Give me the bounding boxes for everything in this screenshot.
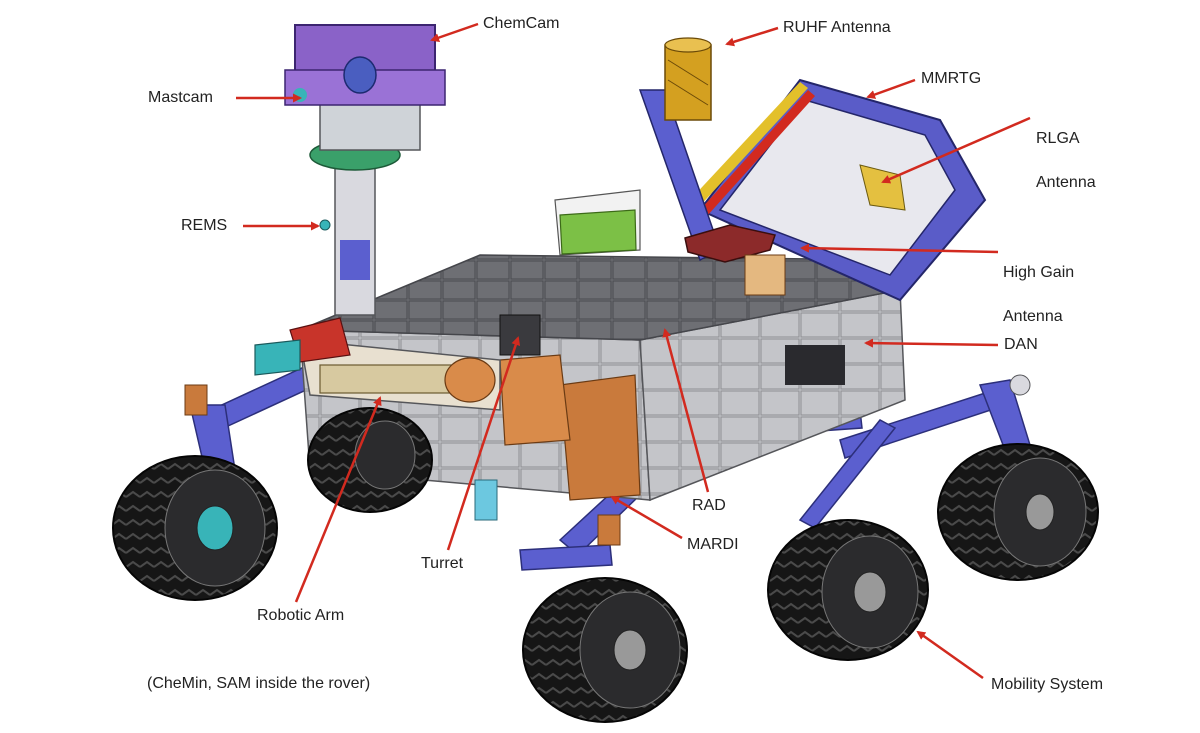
arrow-icon [866, 78, 916, 99]
label-rad: RAD [692, 497, 726, 514]
deck-instrument [554, 189, 641, 256]
label-mobility-system: Mobility System [991, 676, 1104, 693]
leader-lines [236, 22, 1031, 680]
wheel-icon [522, 577, 688, 723]
wheel-icon [307, 407, 433, 513]
arrow-icon [916, 630, 984, 680]
label-rems: REMS [181, 217, 228, 234]
label-mastcam: Mastcam [148, 89, 213, 106]
arrow-icon [881, 116, 1031, 184]
label-turret: Turret [421, 555, 464, 572]
wheel-icon [112, 455, 278, 601]
label-ruhf-antenna: RUHF Antenna [783, 19, 891, 36]
note-inside-rover: (CheMin, SAM inside the rover) [147, 675, 371, 692]
label-high-gain-antenna: High Gain Antenna [1003, 240, 1074, 350]
ruhf-antenna-part [638, 37, 721, 262]
rover-details [184, 164, 1031, 546]
label-rlga-line1: RLGA [1036, 130, 1080, 147]
label-hga-line2: Antenna [1003, 308, 1063, 325]
wheels [112, 407, 1099, 723]
label-rlga-antenna: RLGA Antenna [1036, 106, 1096, 216]
high-gain-antenna-part [684, 224, 786, 296]
label-dan: DAN [1004, 336, 1038, 353]
arrow-icon [294, 396, 382, 603]
arrow-icon [446, 336, 521, 551]
label-rlga-line2: Antenna [1036, 174, 1096, 191]
wheel-icon [937, 443, 1099, 581]
label-mardi: MARDI [687, 536, 739, 553]
mast [284, 24, 446, 316]
arrow-icon [800, 243, 999, 254]
arrow-icon [864, 338, 999, 348]
mmrtg-unit [690, 78, 987, 302]
label-robotic-arm: Robotic Arm [257, 607, 345, 624]
robotic-arm-part [254, 314, 541, 411]
arrow-icon [430, 22, 479, 42]
label-hga-line1: High Gain [1003, 264, 1075, 281]
arrow-icon [662, 328, 710, 493]
arrow-icon [610, 495, 683, 540]
label-chemcam: ChemCam [483, 15, 560, 32]
label-mmrtg: MMRTG [921, 70, 982, 87]
arrow-icon [725, 26, 779, 47]
wheel-icon [767, 519, 929, 661]
